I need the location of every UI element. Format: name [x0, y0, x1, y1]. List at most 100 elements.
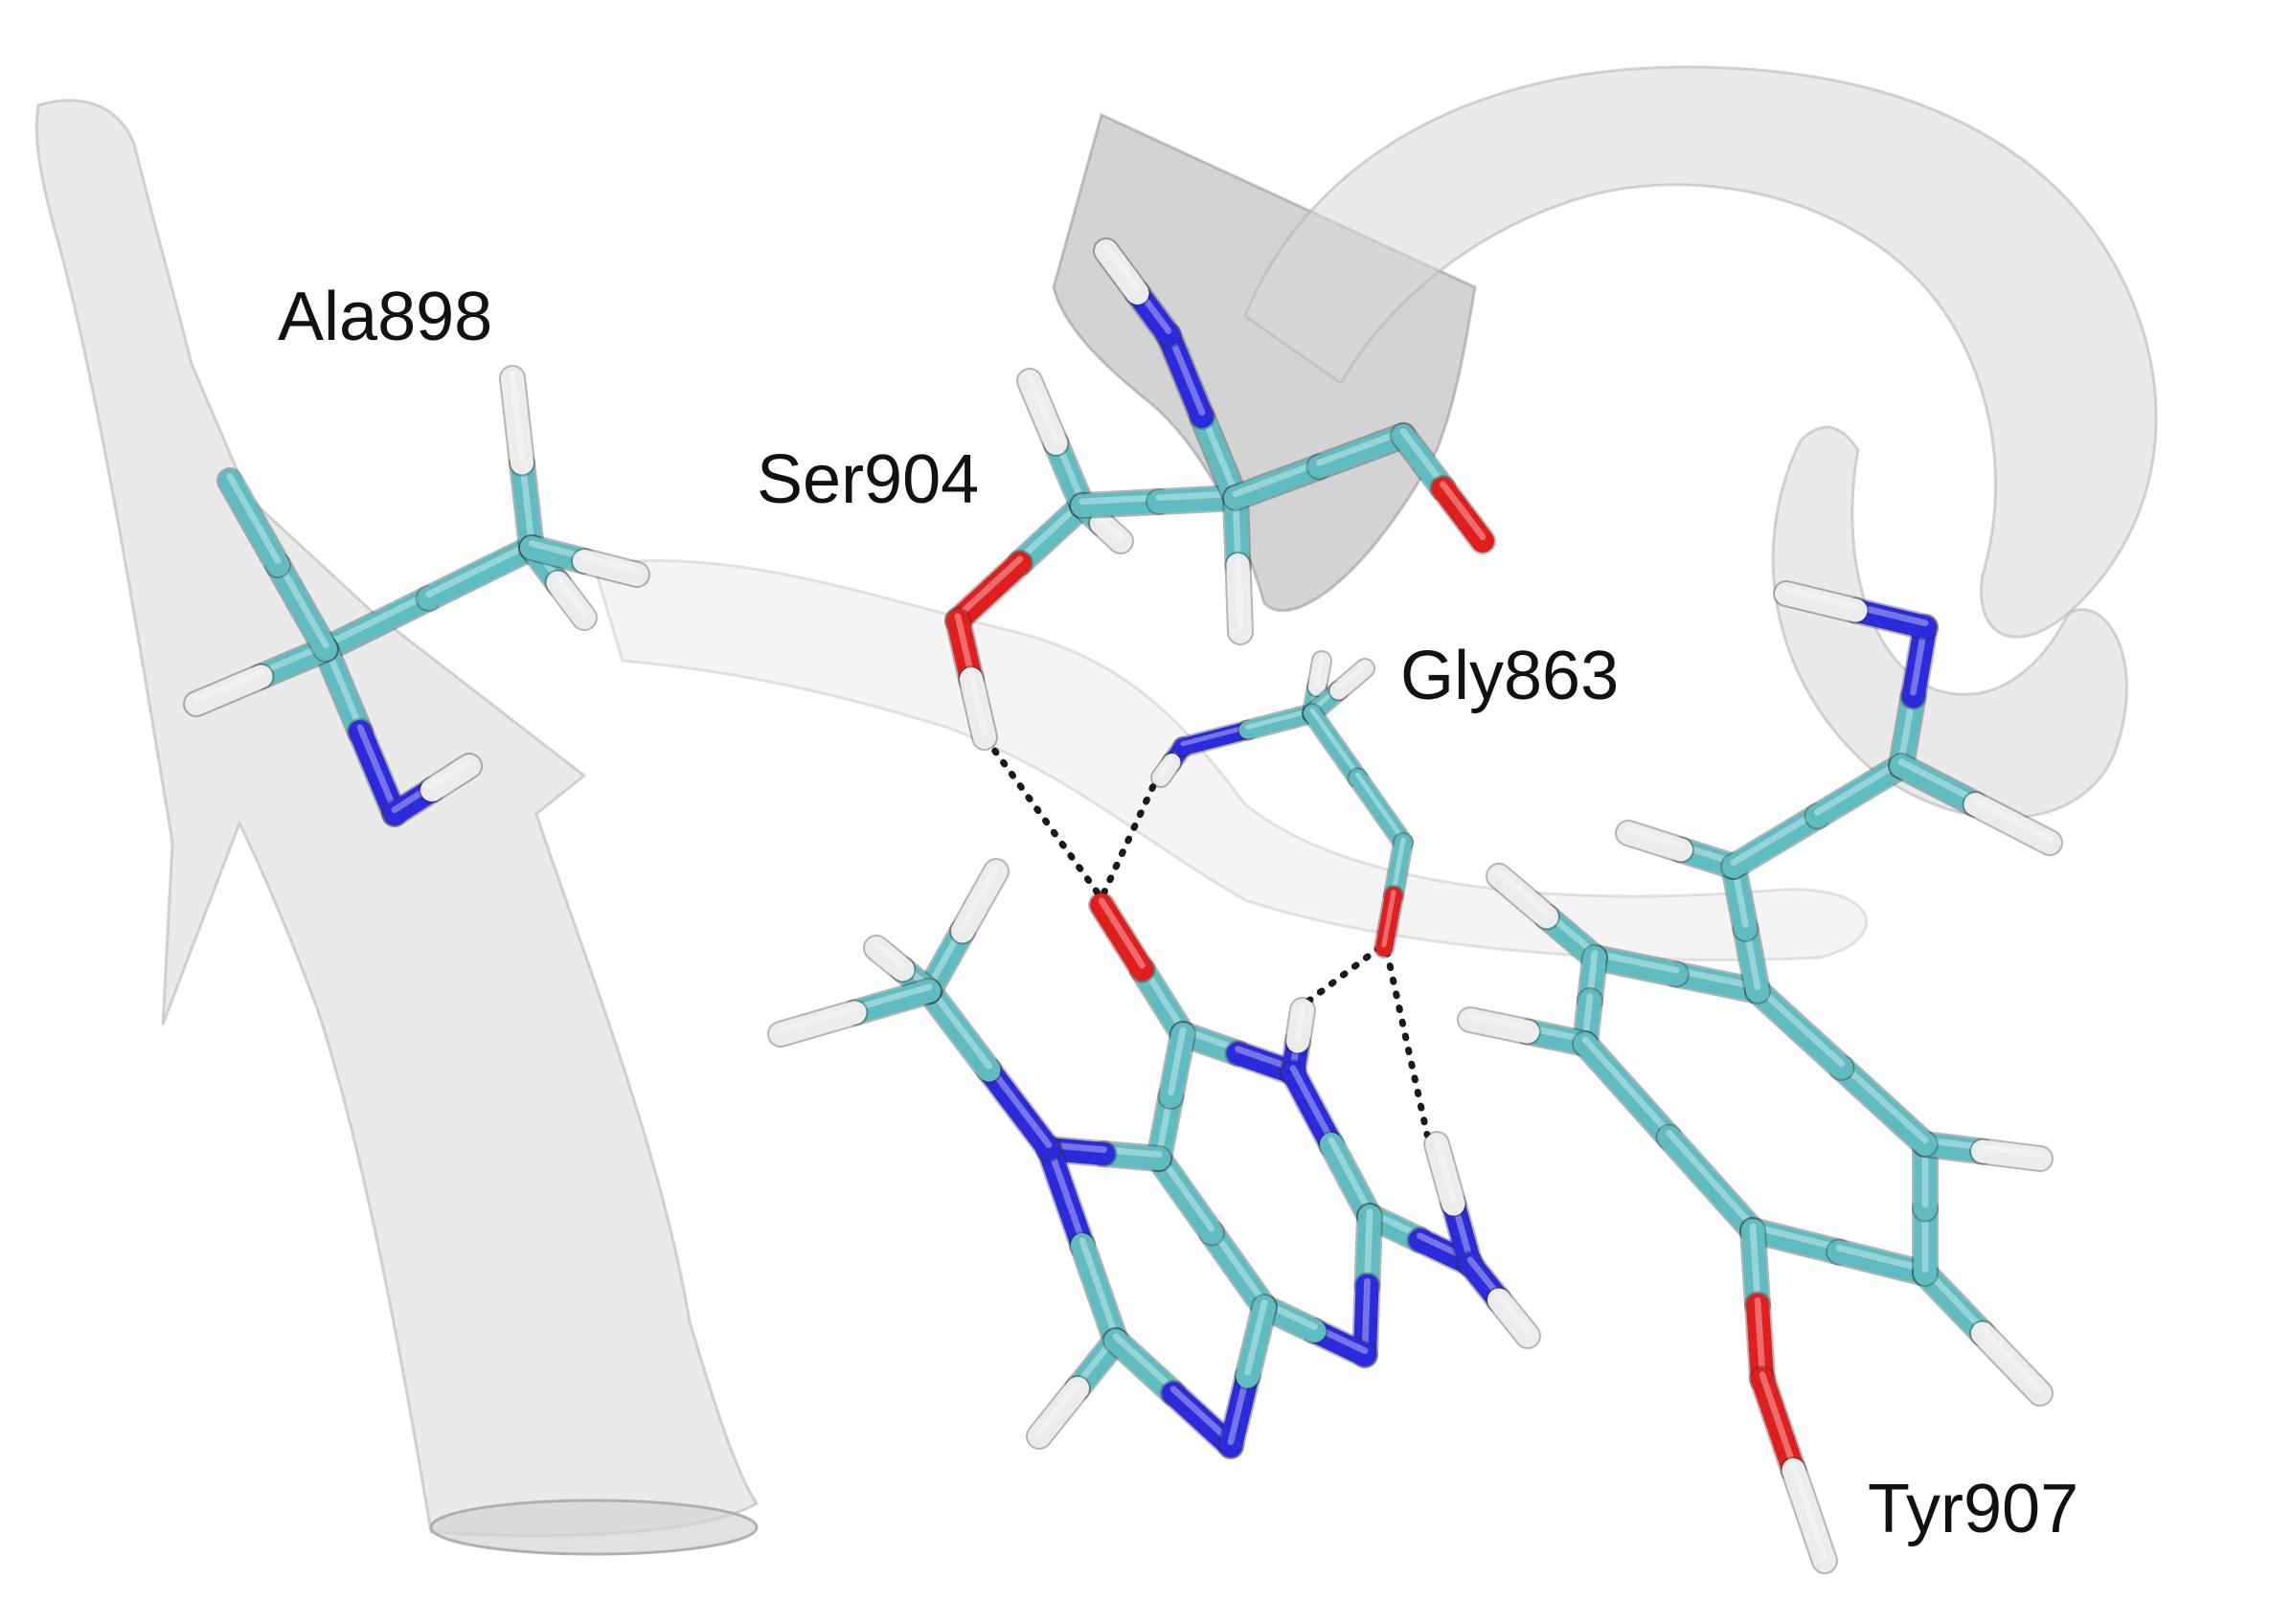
tyr-cb-ca-a: [1722, 804, 1829, 878]
ala-ca-h-b: [185, 665, 273, 715]
tyr-cg-cd1-b: [1583, 946, 1688, 986]
lig-c5-c6-b: [1159, 1023, 1194, 1108]
gly-ca-c-a-highlight: [1309, 708, 1361, 778]
lig-n1-c2-b: [1320, 1133, 1381, 1228]
hydrogen-bonds: [983, 735, 1431, 1139]
residue-labels: Ala898 Ser904 Gly863 Tyr907: [278, 279, 2078, 1547]
lig-n7-c8-b-highlight: [1078, 1237, 1120, 1341]
ala-ca-c-b-highlight: [226, 473, 282, 565]
lig-c8-n9-b-highlight: [1169, 1386, 1235, 1446]
ser-og-hg-a-highlight: [954, 613, 975, 679]
ala-cb-h1-b-highlight: [509, 371, 526, 462]
ala-cb-h2-b-highlight: [555, 575, 588, 618]
lig-n7-c8-a-highlight: [1045, 1141, 1086, 1245]
tyr-ce1-h-b-highlight: [1466, 1012, 1532, 1031]
lig-cm-h3-a: [843, 980, 941, 1025]
gly-n-ca-b-highlight: [1244, 708, 1315, 730]
ser-n-h-b-highlight: [1102, 243, 1141, 293]
ala-ca-cb-a: [314, 587, 441, 661]
tyr-ca-ha-b: [1964, 793, 2061, 854]
helix-ribbon-lower: [1771, 425, 2128, 820]
tyr-cd2-h-b-highlight: [1979, 1143, 2044, 1159]
ser-cb-hb1-b-highlight: [1026, 373, 1059, 443]
ser-cb-ca-b: [1147, 486, 1247, 513]
lig-n1-h1-b: [1286, 999, 1314, 1053]
ser-og-hg-b-highlight: [967, 671, 988, 737]
lig-n7-c8-b: [1071, 1233, 1127, 1352]
label-ala898: Ala898: [278, 279, 492, 355]
tyr-cd2-cg-a: [1829, 1056, 1937, 1156]
ser-ca-ha-b: [1226, 553, 1252, 643]
label-ser904: Ser904: [757, 441, 979, 518]
tyr-ce2-h-b: [1971, 1321, 2052, 1405]
tyr-ce1-h-b: [1459, 1008, 1539, 1044]
gly-c-o-b: [1375, 887, 1402, 957]
lig-c4-c5-a: [1200, 1221, 1276, 1319]
ala-ca-h-b-highlight: [193, 668, 264, 704]
gly-n-h-b: [1152, 754, 1181, 786]
ala-ca-h-a: [249, 638, 337, 688]
lig-c8-n9-a: [1104, 1329, 1185, 1405]
gly-n-ca-a-highlight: [1180, 724, 1251, 747]
gly-n-h-b-highlight: [1158, 756, 1175, 778]
lig-cm-h2-b-highlight: [873, 940, 906, 969]
ser-cb-hb2-b-highlight: [1098, 515, 1124, 541]
tyr-cg-cd1-a: [1665, 962, 1769, 1003]
tyr-cd2-h-b: [1971, 1139, 2052, 1170]
ser-ca-c-b-highlight: [1316, 428, 1407, 466]
lig-c6-o6-a: [1130, 958, 1194, 1046]
tyr-oh-h-a-highlight: [1759, 1371, 1797, 1470]
lig-n7-cm-a-highlight: [986, 1062, 1053, 1149]
ser-cb-ca-a-highlight: [1078, 494, 1163, 506]
ser-cb-og-b: [946, 552, 1032, 632]
ala-ca-c-a: [266, 553, 337, 661]
lig-n9-c4-b-highlight: [1244, 1299, 1268, 1376]
tyr-cz-oh-a: [1741, 1219, 1769, 1317]
tyr-cz-oh-b: [1746, 1293, 1774, 1390]
ser-ca-c-a-highlight: [1232, 459, 1323, 498]
ser-cb-og-a-highlight: [1016, 498, 1086, 563]
tyr-cz-ce2-b-highlight: [1835, 1244, 1929, 1274]
lig-c2-n3-b-highlight: [1361, 1277, 1371, 1355]
hbond-gly-o-nh: [1299, 944, 1383, 1009]
lig-n1-h1-b-highlight: [1294, 1003, 1306, 1041]
ser-cb-hb1-b: [1018, 370, 1068, 455]
gly-ca-ha1-b-highlight: [1314, 655, 1325, 687]
gly-ca-ha1-b: [1308, 652, 1330, 696]
tyr-ca-ha-a: [1890, 755, 1987, 816]
ser-ca-c-b: [1307, 424, 1415, 479]
hbond-ser-o: [983, 735, 1105, 902]
ser-og-hg-b: [960, 667, 996, 749]
lig-c6-o6-b-highlight: [1098, 897, 1146, 969]
tyr-ca-ha-a-highlight: [1897, 758, 1979, 804]
lig-c8-h8-b-highlight: [1035, 1381, 1081, 1436]
lig-n7-c8-a: [1037, 1138, 1094, 1256]
ser-ca-ha-b-highlight: [1235, 557, 1244, 632]
tyr-ce1-cz-a-highlight: [1581, 1036, 1672, 1137]
label-gly863: Gly863: [1400, 638, 1619, 714]
lig-cm-h2-b: [865, 936, 915, 981]
tyr-ca-n-b: [1901, 616, 1937, 709]
tyr-cb-ca-a-highlight: [1730, 808, 1821, 867]
ala-ca-cb-a-highlight: [322, 591, 432, 649]
tyr-cd2-cg-b-highlight: [1754, 983, 1845, 1068]
lig-n9-c4-a: [1219, 1365, 1260, 1457]
helix-ribbon-back: [1243, 65, 2158, 639]
tyr-n-h-a: [1844, 598, 1937, 639]
tyr-cb-ca-b-highlight: [1814, 758, 1905, 816]
hbond-gly-n: [1098, 770, 1163, 902]
ser-ca-n-a: [1191, 405, 1247, 509]
ala-n-h-b-highlight: [428, 758, 473, 790]
lig-c4-c5-b: [1147, 1147, 1223, 1245]
tyr-cz-oh-b-highlight: [1754, 1297, 1766, 1379]
ser-c-o-a-highlight: [1399, 428, 1446, 488]
lig-cm-h3-b: [769, 1001, 867, 1046]
lig-n9-c4-b: [1236, 1296, 1276, 1388]
tyr-cd2-cg-a-highlight: [1838, 1060, 1929, 1144]
ala-cb-h2-b: [546, 571, 596, 629]
lig-c4-c5-b-highlight: [1155, 1151, 1215, 1232]
label-tyr907: Tyr907: [1868, 1471, 2078, 1547]
lig-c8-n9-a-highlight: [1112, 1333, 1177, 1393]
tyr-ce2-h-a: [1914, 1262, 1994, 1345]
gly-ca-c-b-highlight: [1354, 772, 1406, 843]
